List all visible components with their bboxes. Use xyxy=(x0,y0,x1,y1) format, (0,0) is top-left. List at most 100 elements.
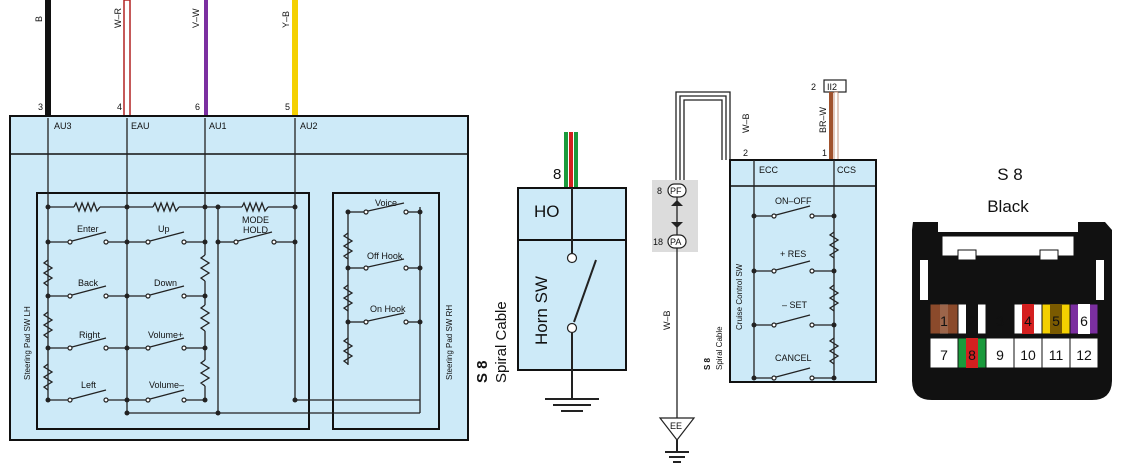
switch-res: + RES xyxy=(751,249,837,274)
pin-3 xyxy=(985,303,1015,335)
ground-ee xyxy=(658,417,696,441)
cruise-wire-left: W–B xyxy=(741,113,751,133)
switch-label: Back xyxy=(78,278,99,288)
steering-lh-box xyxy=(36,192,310,430)
steering-lh-label: Steering Pad SW LH xyxy=(23,306,32,380)
horn-terminal: HO xyxy=(534,202,560,221)
pin-number: 3 xyxy=(38,102,43,112)
switch-label: CANCEL xyxy=(775,353,812,363)
pin-label: 4 xyxy=(1024,313,1032,329)
switch-down: Down xyxy=(127,278,208,299)
cruise-term-left: ECC xyxy=(759,165,779,175)
wire-b xyxy=(45,0,51,118)
switch-label: ON–OFF xyxy=(775,196,812,206)
connector-code: S 8 xyxy=(997,165,1023,184)
pin-label: 7 xyxy=(940,347,948,363)
switch-label: Right xyxy=(79,330,101,340)
pin-label: 2 xyxy=(968,313,976,329)
switch-label: Enter xyxy=(77,224,99,234)
cruise-pin-left: 2 xyxy=(743,148,748,158)
pin-1 xyxy=(929,303,959,335)
switch-right: Right xyxy=(45,330,130,351)
wire-color-label: V–W xyxy=(191,8,201,28)
switch-set: – SET xyxy=(751,300,837,328)
switch-label: Volume+ xyxy=(148,330,183,340)
pin-row-top: 1 2 3 4 5 6 xyxy=(929,303,1099,335)
switch-volume-plus: Volume+ xyxy=(127,330,208,351)
connector-color: Black xyxy=(987,197,1029,216)
terminal-eau: EAU xyxy=(131,121,150,131)
switch-back: Back xyxy=(45,278,130,299)
cruise-wire-right: BR–W xyxy=(818,106,828,133)
junction-wire-color: W–B xyxy=(662,310,672,330)
pin-label: 10 xyxy=(1020,347,1036,363)
hold-label: HOLD xyxy=(243,225,269,235)
switch-on-off: ON–OFF xyxy=(751,196,837,219)
steering-pad-block: AU3 EAU AU1 AU2 Steering Pad SW LH Steer… xyxy=(9,115,469,441)
switch-up: Up xyxy=(127,224,208,245)
switch-label: – SET xyxy=(782,300,808,310)
pf-code: PF xyxy=(670,186,682,196)
connector-s8: S 8 Black 1 2 3 4 5 6 xyxy=(912,165,1112,400)
switch-label: + RES xyxy=(780,249,806,259)
ii2-pin: 2 xyxy=(811,82,816,92)
switch-label: Voice xyxy=(375,198,397,208)
mode-label: MODE xyxy=(242,215,269,225)
switch-label: Up xyxy=(158,224,170,234)
switch-label: On Hook xyxy=(370,304,406,314)
pin-label: 3 xyxy=(996,313,1004,329)
pa-pin: 18 xyxy=(653,237,663,247)
wire-color-label: W–R xyxy=(113,8,123,29)
pin-12 xyxy=(1069,337,1099,369)
pin-row-bottom: 7 8 9 10 11 12 xyxy=(929,337,1099,369)
terminal-au3: AU3 xyxy=(54,121,72,131)
steering-rh-label: Steering Pad SW RH xyxy=(445,305,454,380)
switch-left: Left xyxy=(45,380,130,403)
top-wires: B W–R V–W Y–B 3 4 6 5 xyxy=(34,0,298,119)
cruise-name: Cruise Control SW xyxy=(735,263,744,330)
horn-switch-block: 8 HO Horn SW xyxy=(517,132,627,412)
horn-pin: 8 xyxy=(553,166,561,183)
pin-number: 5 xyxy=(285,102,290,112)
terminal-au1: AU1 xyxy=(209,121,227,131)
pin-label: 5 xyxy=(1052,313,1060,329)
ii2-code: II2 xyxy=(827,82,837,92)
horn-name: Horn SW xyxy=(532,276,551,345)
switch-label: Down xyxy=(154,278,177,288)
wire-v-w xyxy=(202,0,208,118)
steering-rh-box xyxy=(332,192,440,430)
spiral-code-label: S 8 xyxy=(474,360,491,383)
pin-11 xyxy=(1041,337,1071,369)
switch-volume-minus: Volume– xyxy=(127,380,208,403)
pin-label: 1 xyxy=(940,313,948,329)
cruise-control-block: II2 2 BR–W W–B 2 1 ECC CCS Cruise Contro… xyxy=(703,79,877,383)
switch-on-hook: On Hook xyxy=(345,304,423,325)
pa-code: PA xyxy=(670,237,681,247)
cruise-spiral-label: Spiral Cable xyxy=(715,326,724,370)
pin-label: 8 xyxy=(968,347,976,363)
wire-color-label: B xyxy=(34,16,44,22)
switch-label: Volume– xyxy=(149,380,184,390)
switch-off-hook: Off Hook xyxy=(345,251,423,271)
ground-ee-label: EE xyxy=(670,421,682,431)
pf-pin: 8 xyxy=(657,186,662,196)
spiral-name-label: Spiral Cable xyxy=(493,301,510,383)
junction-block: PF 8 PA 18 W–B EE xyxy=(652,91,731,463)
cruise-term-right: CCS xyxy=(837,165,856,175)
wire-w-r xyxy=(123,0,131,119)
pin-label: 6 xyxy=(1080,313,1088,329)
pin-number: 6 xyxy=(195,102,200,112)
pin-label: 11 xyxy=(1049,347,1064,363)
pin-number: 4 xyxy=(117,102,122,112)
terminal-au2: AU2 xyxy=(300,121,318,131)
switch-voice: Voice xyxy=(345,198,423,215)
switch-enter: Enter xyxy=(45,224,130,245)
switch-mode-hold: MODE HOLD xyxy=(215,215,298,245)
pin-10 xyxy=(1013,337,1043,369)
pin-label: 12 xyxy=(1076,347,1092,363)
cruise-pin-right: 1 xyxy=(822,148,827,158)
wire-color-label: Y–B xyxy=(281,11,291,28)
wire-y-b xyxy=(292,0,298,118)
switch-label: Off Hook xyxy=(367,251,403,261)
